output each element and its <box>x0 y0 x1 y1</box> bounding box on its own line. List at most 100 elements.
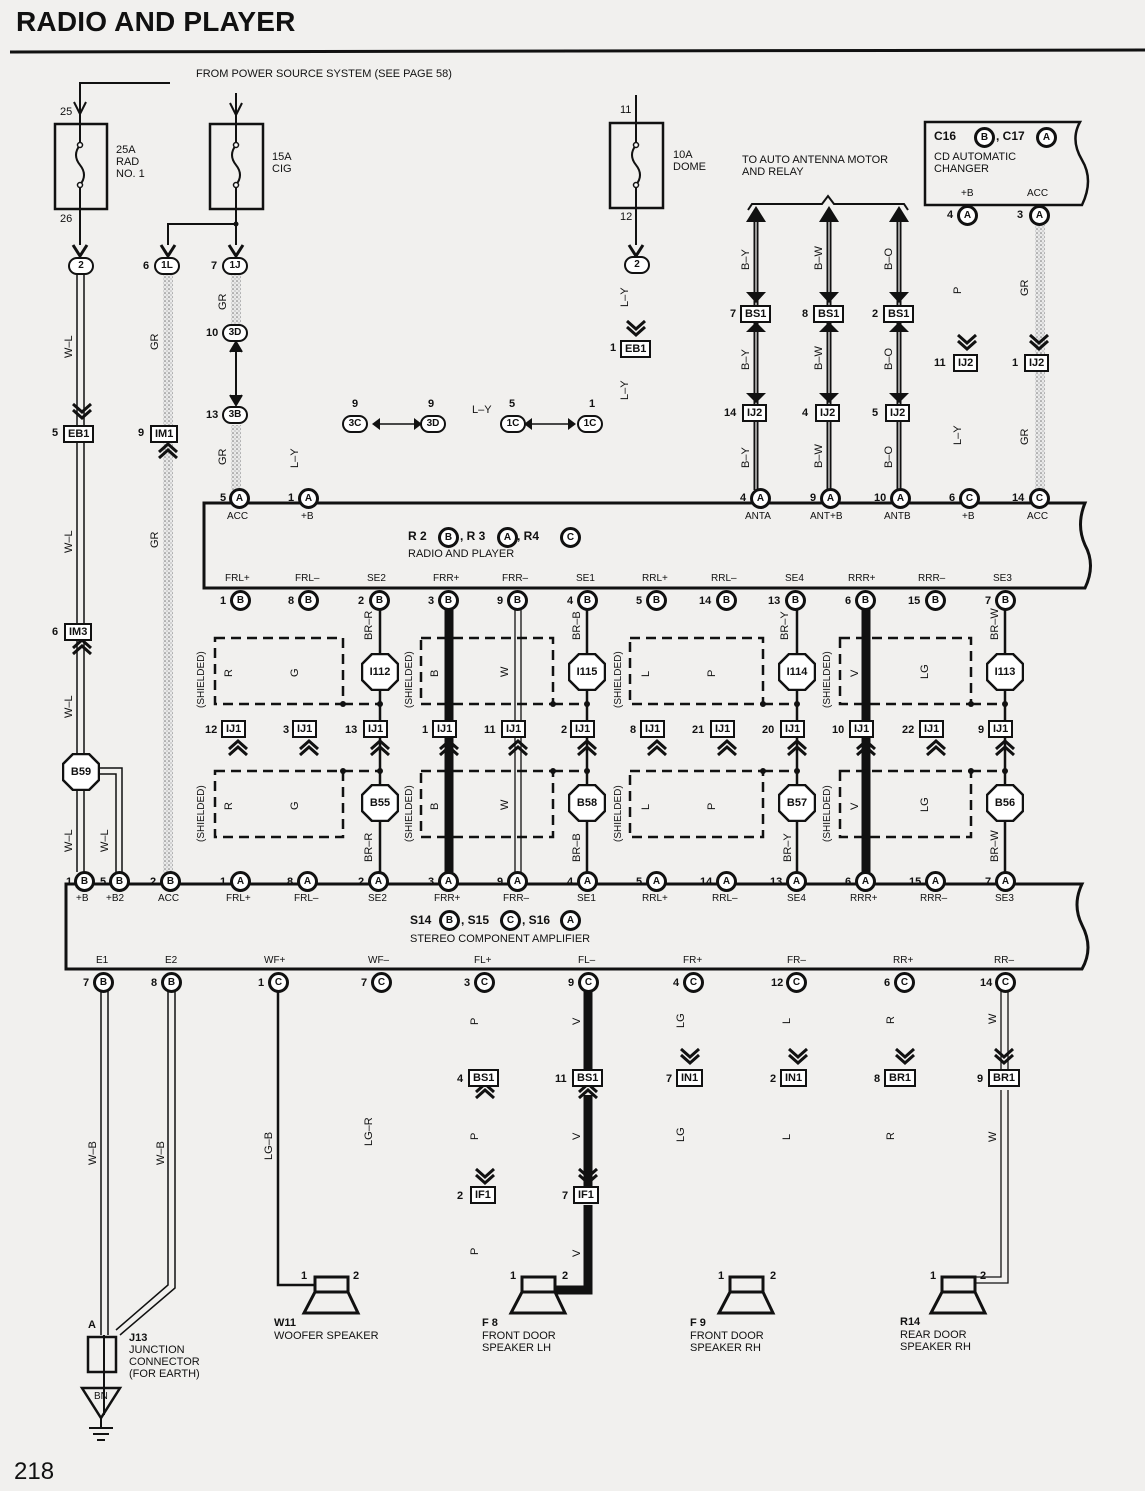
terminal-label: SE1 <box>576 573 595 584</box>
pin-number: 11 <box>555 1073 567 1085</box>
pin-number: 7 <box>985 595 992 607</box>
pin-number: 1 <box>589 398 596 410</box>
wire-color-label: B–W <box>813 346 825 370</box>
terminal-pin: A <box>995 871 1016 892</box>
terminal-label: FR– <box>787 955 806 966</box>
connector-in1: IN1 <box>676 1069 704 1087</box>
shielded-label: (SHIELDED) <box>613 785 624 842</box>
wire-color-label: W <box>987 1131 999 1142</box>
terminal-label: FRR+ <box>433 573 460 584</box>
component-id: R14 <box>900 1316 921 1328</box>
wire-color-label: BR–W <box>989 608 1001 640</box>
connector-code: A <box>497 527 518 548</box>
wire-color-label: B–Y <box>740 447 752 468</box>
pin-number: 2 <box>358 595 365 607</box>
terminal-label: RRL– <box>712 893 738 904</box>
antenna-note-2: AND RELAY <box>742 166 804 178</box>
terminal-pin: A <box>716 871 737 892</box>
wire-color-label: P <box>706 669 718 677</box>
fuse-pin-in: 25 <box>60 106 73 118</box>
wire-color-label: L–Y <box>619 380 631 400</box>
junction-oval: 1L <box>154 257 180 275</box>
splice-point: I112 <box>361 653 399 691</box>
pin-number: 5 <box>220 492 227 504</box>
wire-color-label: B–O <box>883 445 895 468</box>
wire-color-label: BR–R <box>363 832 375 862</box>
fuse-name: DOME <box>673 161 706 173</box>
connector-if1: IF1 <box>573 1186 599 1204</box>
terminal-label: RRR– <box>918 573 946 584</box>
wire-color-label: LG–B <box>263 1131 275 1160</box>
terminal-label: SE4 <box>787 893 806 904</box>
pin-number: 7 <box>361 977 368 989</box>
connector-code: C <box>560 527 581 548</box>
terminal-label: FRR+ <box>434 893 461 904</box>
connector-ij1: IJ1 <box>501 720 527 738</box>
fuse-pin-out: 26 <box>60 213 73 225</box>
wire-color-label: L–Y <box>619 287 631 307</box>
connector-ij1: IJ1 <box>292 720 318 738</box>
component-name: (FOR EARTH) <box>129 1368 200 1380</box>
pin-number: 10 <box>874 492 887 504</box>
wire-color-label: W–L <box>99 829 111 852</box>
component-name: SPEAKER RH <box>900 1341 971 1353</box>
terminal-label: SE2 <box>367 573 386 584</box>
wire-color-label: V <box>571 1249 583 1257</box>
pin-number: 13 <box>206 409 219 421</box>
connector-ij2: IJ2 <box>815 404 841 422</box>
connector-bs1: BS1 <box>740 305 772 323</box>
connector-br1: BR1 <box>884 1069 917 1087</box>
fuse-rating: 10A <box>673 149 693 161</box>
pin-number: 6 <box>845 876 852 888</box>
terminal-label: +B <box>301 511 314 522</box>
component-name: CHANGER <box>934 163 990 175</box>
wire-color-label: R <box>885 1016 897 1024</box>
ground-label: BN <box>94 1391 108 1402</box>
wire-color-label: GR <box>1019 428 1031 446</box>
junction-oval: 2 <box>624 256 650 274</box>
terminal-pin: B <box>369 590 390 611</box>
pin-number: 3 <box>464 977 471 989</box>
wire-color-label: BR–B <box>571 833 583 862</box>
terminal-label: ACC <box>1027 188 1049 199</box>
terminal-label: ACC <box>227 511 249 522</box>
component-name: SPEAKER LH <box>482 1342 552 1354</box>
splice-point: I115 <box>568 653 606 691</box>
terminal-pin: A <box>786 871 807 892</box>
terminal-pin: A <box>230 871 251 892</box>
pin-number: 15 <box>908 595 921 607</box>
pin-number: 2 <box>872 308 879 320</box>
wire-color-label: B–O <box>883 347 895 370</box>
component-id: , C17 <box>996 129 1025 143</box>
connector-code: B <box>974 127 995 148</box>
pin-number: 7 <box>666 1073 673 1085</box>
terminal-label: ACC <box>1027 511 1049 522</box>
terminal-label: SE3 <box>995 893 1014 904</box>
terminal-label: WF– <box>368 955 390 966</box>
pin-number: 1 <box>510 1270 517 1282</box>
wire-color-label: L <box>781 1017 793 1024</box>
pin-number: 8 <box>151 977 158 989</box>
pin-number: 4 <box>457 1073 464 1085</box>
connector-ij1: IJ1 <box>919 720 945 738</box>
wire-color-label: LG <box>919 797 931 812</box>
junction-oval: 1C <box>577 415 603 433</box>
wire-color-label: LG–R <box>363 1117 375 1146</box>
component-id: F 8 <box>482 1317 498 1329</box>
pin-number: 9 <box>428 398 435 410</box>
connector-ij1: IJ1 <box>988 720 1014 738</box>
terminal-pin: B <box>925 590 946 611</box>
component-name: FRONT DOOR <box>482 1330 556 1342</box>
terminal-label: E1 <box>96 955 109 966</box>
terminal-label: +B <box>961 188 974 199</box>
splice-point: B58 <box>568 784 606 822</box>
pin-label: A <box>88 1319 96 1331</box>
pin-number: 1 <box>718 1270 725 1282</box>
wire-color-label: P <box>469 1017 481 1025</box>
terminal-label: FR+ <box>683 955 703 966</box>
wire-color-label: GR <box>149 531 161 549</box>
component-name: RADIO AND PLAYER <box>408 548 515 560</box>
terminal-label: RR– <box>994 955 1015 966</box>
terminal-pin: B <box>507 590 528 611</box>
pin-number: 4 <box>673 977 680 989</box>
